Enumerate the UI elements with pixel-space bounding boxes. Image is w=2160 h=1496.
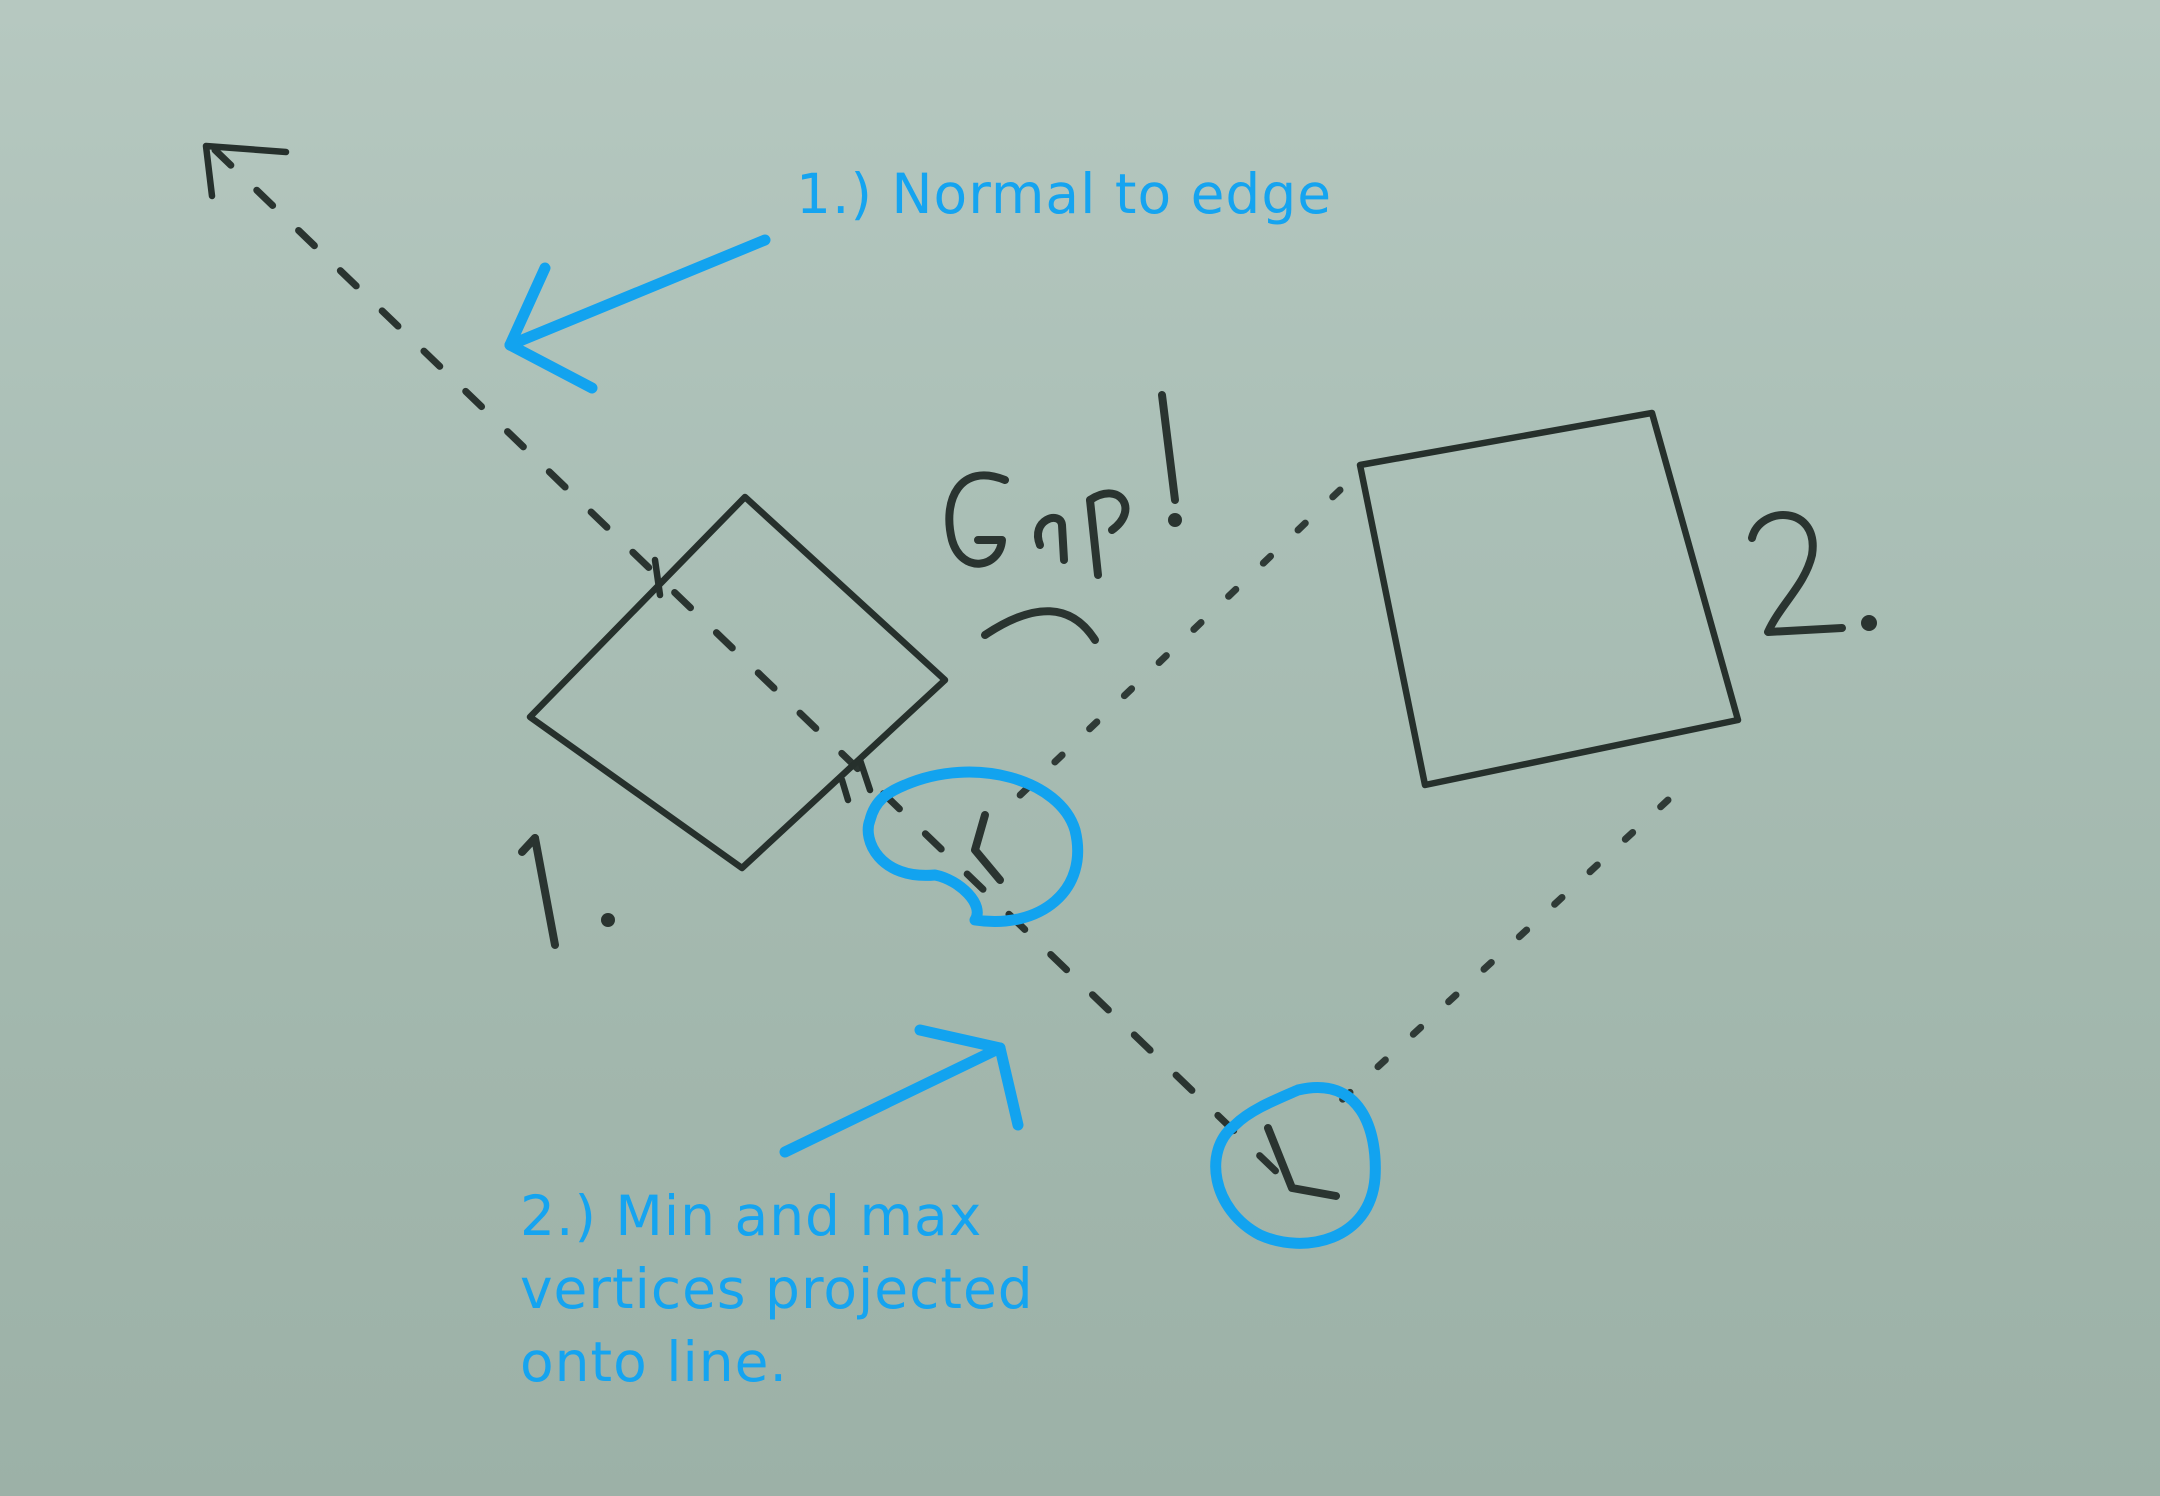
shape-2: [1356, 409, 1742, 789]
circle-max-projection: [1210, 1082, 1381, 1249]
projection-axis: [202, 142, 1289, 1184]
label-shape-1: [518, 834, 615, 949]
annotation-projection-line-1: 2.) Min and max: [520, 1184, 983, 1248]
shape-1: [526, 493, 949, 872]
label-shape-2: [1748, 511, 1877, 636]
annotation-projection-line-2: vertices projected: [520, 1257, 1034, 1321]
gap-bracket: [981, 607, 1099, 644]
label-gap: [945, 391, 1182, 579]
end-arrowhead-icon: [1264, 1124, 1340, 1200]
axis-arrowhead-icon: [202, 142, 290, 200]
projection-arrow: [779, 1024, 1024, 1158]
circle-min-projection: [862, 766, 1084, 927]
annotation-projection-line-3: onto line.: [520, 1330, 788, 1394]
gap-tick: [971, 811, 1004, 884]
normal-arrow: [504, 234, 771, 394]
annotation-projection: 2.) Min and max vertices projected onto …: [520, 1180, 1034, 1399]
projection-lines: [1011, 486, 1672, 1124]
annotation-normal-to-edge: 1.) Normal to edge: [796, 162, 1333, 226]
